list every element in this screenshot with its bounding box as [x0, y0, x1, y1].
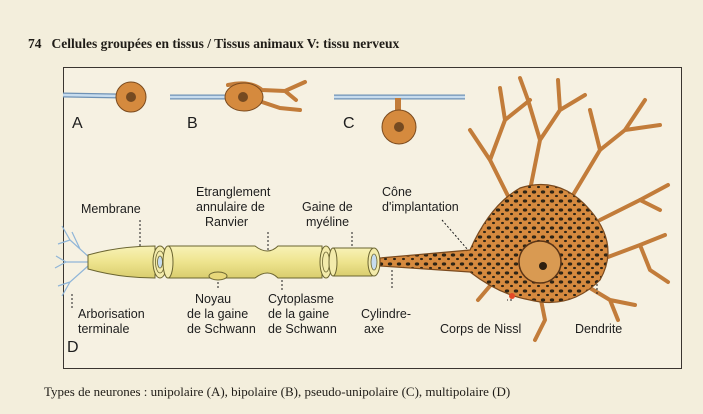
terminal-arborization: [55, 226, 90, 296]
label-noyau-1: Noyau: [195, 292, 231, 306]
neuron-bipolar-b: [170, 82, 305, 111]
label-ranvier-3: Ranvier: [205, 215, 248, 229]
label-nissl: Corps de Nissl: [440, 322, 521, 336]
label-cone-1: Cône: [382, 185, 412, 199]
nucleus: [519, 241, 561, 283]
label-b: B: [187, 117, 198, 131]
label-ranvier-1: Etranglement: [196, 185, 270, 199]
label-gaine-1: Gaine de: [302, 200, 353, 214]
nucleolus: [539, 262, 547, 270]
label-a: A: [72, 117, 83, 131]
label-cytoplasme-3: de Schwann: [268, 322, 337, 336]
label-cytoplasme-2: de la gaine: [268, 307, 329, 321]
label-noyau-3: de Schwann: [187, 322, 256, 336]
label-membrane: Membrane: [81, 202, 141, 216]
label-cylindre-2: axe: [364, 322, 384, 336]
label-c: C: [343, 117, 355, 131]
label-d: D: [67, 341, 79, 355]
label-cylindre-1: Cylindre-: [361, 307, 411, 321]
nissl-highlight: [509, 293, 515, 299]
label-arborisation-1: Arborisation: [78, 307, 145, 321]
neuron-unipolar-a: [63, 82, 146, 112]
label-noyau-2: de la gaine: [187, 307, 248, 321]
figure-caption: Types de neurones : unipolaire (A), bipo…: [44, 384, 510, 400]
label-dendrite: Dendrite: [575, 322, 622, 336]
label-gaine-2: myéline: [306, 215, 349, 229]
label-cone-2: d'implantation: [382, 200, 459, 214]
label-arborisation-2: terminale: [78, 322, 129, 336]
myelin-sheath: [88, 246, 380, 280]
label-cytoplasme-1: Cytoplasme: [268, 292, 334, 306]
label-ranvier-2: annulaire de: [196, 200, 265, 214]
